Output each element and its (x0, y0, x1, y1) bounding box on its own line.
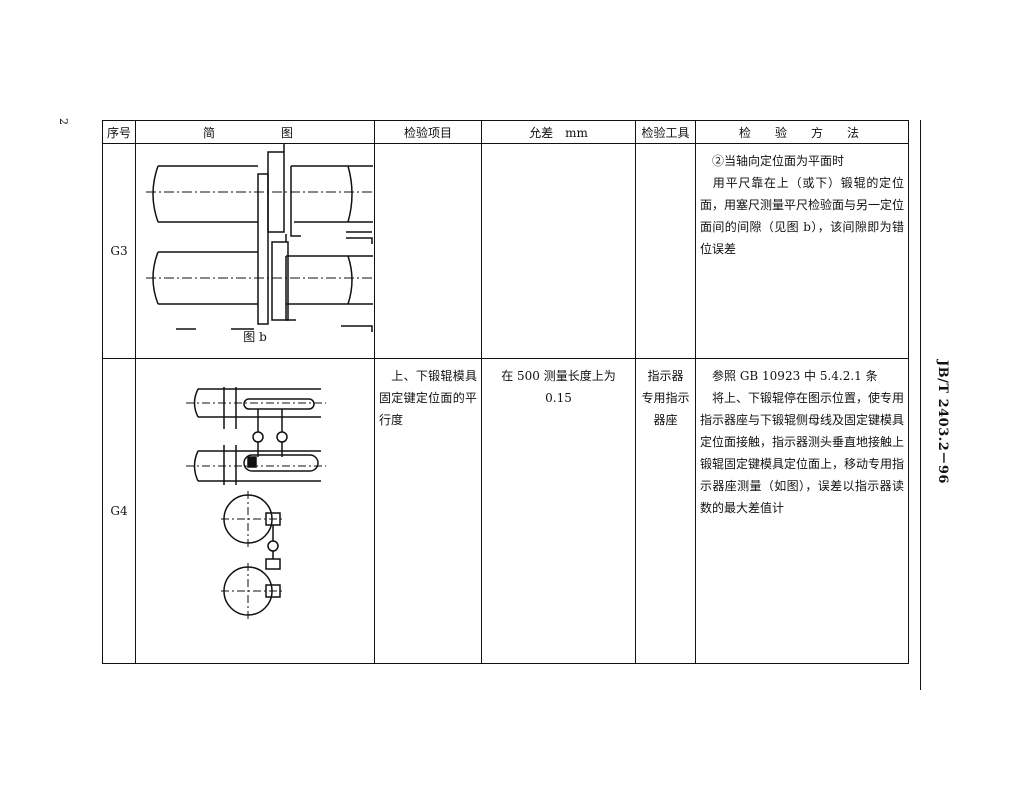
method-cell: ②当轴向定位面为平面时 用平尺靠在上（或下）锻辊的定位面，用塞尺测量平尺检验面与… (695, 143, 909, 359)
tolerance-cell: 在 500 测量长度上为 0.15 (481, 358, 636, 664)
item-cell: 上、下锻辊模具固定键定位面的平行度 (374, 358, 482, 664)
tolerance-text (482, 144, 635, 150)
page-number: 2 (57, 118, 70, 125)
header-item: 检验项目 (374, 120, 482, 144)
header-tool: 检验工具 (635, 120, 696, 144)
tool-cell (635, 143, 696, 359)
inspection-table: 序号 简 图 检验项目 允差 mm 检验工具 检 验 方 法 G3 (102, 120, 909, 664)
item-text (375, 144, 481, 150)
roll-alignment-figure-b (146, 144, 373, 332)
diagram-cell: 图 b (135, 143, 375, 359)
tolerance-cell (481, 143, 636, 359)
item-text: 上、下锻辊模具固定键定位面的平行度 (379, 369, 477, 427)
header-no: 序号 (102, 120, 136, 144)
method-cell: 参照 GB 10923 中 5.4.2.1 条 将上、下锻辊停在图示位置，使专用… (695, 358, 909, 664)
tolerance-text: 在 500 测量长度上为 0.15 (501, 369, 616, 405)
margin-rule (920, 120, 921, 690)
row-no: G3 (102, 143, 136, 359)
method-text: ②当轴向定位面为平面时 用平尺靠在上（或下）锻辊的定位面，用塞尺测量平尺检验面与… (700, 154, 905, 256)
method-text: 参照 GB 10923 中 5.4.2.1 条 将上、下锻辊停在图示位置，使专用… (700, 369, 905, 515)
header-tolerance: 允差 mm (481, 120, 636, 144)
table-header-row: 序号 简 图 检验项目 允差 mm 检验工具 检 验 方 法 (102, 120, 909, 144)
header-method: 检 验 方 法 (695, 120, 909, 144)
tool-text (636, 144, 695, 150)
key-parallelism-figure (186, 387, 326, 619)
standard-code: JB/T 2403.2－96 (935, 360, 950, 484)
row-no: G4 (102, 358, 136, 664)
table-row: G3 (102, 143, 909, 359)
figure-caption: 图 b (243, 330, 267, 344)
tool-text: 指示器 专用指示器座 (641, 369, 690, 427)
item-cell (374, 143, 482, 359)
header-diagram: 简 图 (135, 120, 375, 144)
tool-cell: 指示器 专用指示器座 (635, 358, 696, 664)
table-row: G4 (102, 358, 909, 664)
diagram-cell (135, 358, 375, 664)
